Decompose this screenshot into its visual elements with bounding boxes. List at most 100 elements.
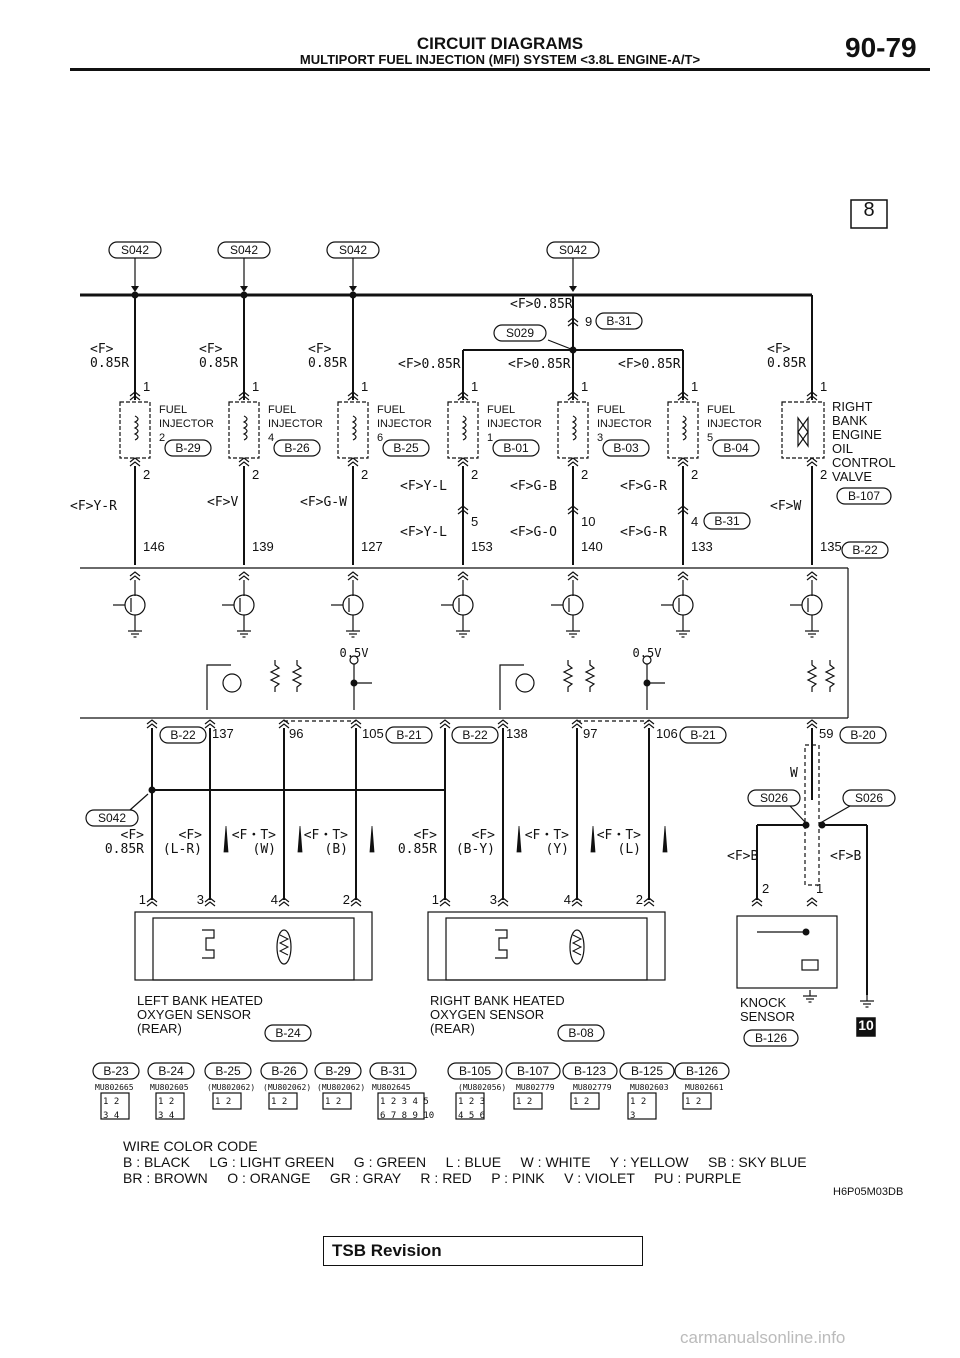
ecu-vref-left: 0.5V [339,646,369,660]
arrow-s042-2 [349,286,357,292]
legend-part-B-25: (MU802062) [207,1083,256,1092]
injector-4-coil [461,415,467,441]
left-o2-sensor-chevron-3 [350,897,362,903]
knock-shield-color: W [790,766,798,781]
injector-4-ecu-pin: 153 [471,539,493,554]
injector-5-name: FUEL INJECTOR 3 [597,404,652,444]
knock-pin-left: 2 [762,881,770,896]
injector-6-coil [681,415,687,441]
ecu-input-chevron-3-2 [457,575,469,581]
ecu-left-o2-feed [206,664,231,710]
legend-shape-B-24 [155,1092,185,1120]
oil-valve-top-wire: <F> 0.85R [767,342,807,371]
legend-part-B-23: MU802665 [95,1083,134,1092]
knock-internal-dot [802,928,810,936]
left-o2-name: LEFT BANK HEATED OXYGEN SENSOR (REAR) [137,993,263,1036]
top-wire-connector-outline [595,312,643,330]
transistor-1 [233,594,255,616]
legend-B-125: B-125 [630,1064,664,1078]
b31-chevron-1 [567,505,579,511]
ecu-right-o2-resistor1 [562,660,574,692]
b31-pin-140: 10 [581,514,596,529]
left-o2-ecu-chevron-2 [278,719,290,725]
sensor-left-conn2-outline [385,726,433,744]
legend-pins-B-31: 1 2 3 4 5 6 7 8 9 10 [380,1097,435,1121]
right-o2-ecu-chevron-0 [439,719,451,725]
injector-2-top-chevron [238,391,250,397]
legend-B-125-outline [619,1062,675,1080]
left-o2-signal-arrow-0 [223,825,229,853]
right-o2-signal-arrow-2 [662,825,668,853]
left-o2-wire-label-0: <F> 0.85R [104,828,144,857]
knock-wire-right: <F>B [830,849,862,864]
injector-1-coil [133,415,139,441]
ecu-knock-resistor1 [806,660,818,692]
diagram-code: H6P05M03DB [833,1186,904,1198]
legend-B-31-outline [369,1062,417,1080]
injector-3-wire-color: <F>G-B [510,479,557,494]
left-o2-heater [276,929,292,965]
injector-3-pin-bottom: 2 [361,467,369,482]
s029-chevron [567,317,579,323]
knock-element [801,959,819,971]
transistor-3 [452,594,474,616]
injector-6-top-chevron-2 [677,395,689,401]
right-o2-sensor-chevron-2 [571,897,583,903]
injector-4-top-wire: <F>0.85R [398,357,461,372]
sensor-left-conn-outline [159,726,207,744]
injector-3-body [337,401,369,459]
sensor-left-pin2: 96 [289,726,304,741]
splice-s042-1: S042 [229,243,259,257]
knock-pin2-chevron [751,897,763,903]
knock-pin-right: 1 [816,881,824,896]
injector-5-bottom-chevron [567,457,579,463]
splice-s026-right-outline [842,789,896,807]
right-o2-pin-0: 1 [431,892,439,907]
right-o2-sensor-chevron-1-2 [497,901,509,907]
right-o2-ecu-chevron-1-2 [497,723,509,729]
continuation-box [856,1017,876,1037]
left-o2-connector-outline [264,1024,312,1042]
legend-shape-B-107 [513,1092,543,1110]
ecu-vref-right: 0.5V [632,646,662,660]
right-o2-name: RIGHT BANK HEATED OXYGEN SENSOR (REAR) [430,993,565,1036]
injector-4-connector: B-01 [503,441,529,455]
injector-4-top-chevron-2 [457,395,469,401]
knock-ecu-chevron-2 [806,723,818,729]
right-o2-ecu-chevron-2-2 [571,723,583,729]
injector-4-body [447,401,479,459]
continuation-number: 10 [858,1017,874,1033]
tsb-revision-box: TSB Revision [323,1236,643,1266]
top-wire-connector: B-31 [606,314,632,328]
sensor-right-conn2-outline [679,726,727,744]
left-o2-signal-arrow-1 [297,825,303,853]
knock-name: KNOCK SENSOR [740,995,795,1024]
b31-chevron-2-2 [677,509,689,515]
injector-2-pin-top: 1 [252,379,260,394]
ecu-input-chevron-0-2 [129,575,141,581]
legend-part-B-123: MU802779 [573,1083,612,1092]
right-o2-sensor-chevron-3 [643,897,655,903]
ecu-knock-resistor2 [824,660,836,692]
injector-6-body [667,401,699,459]
right-o2-ecu-chevron-3-2 [643,723,655,729]
oil-valve-top-chevron [806,391,818,397]
arrow-s042-0 [131,286,139,292]
ecu-input-chevron-5 [677,571,689,577]
legend-B-126: B-126 [685,1064,719,1078]
right-o2-ecu-chevron-2 [571,719,583,725]
right-o2-sensor-chevron-3-2 [643,901,655,907]
oil-valve-bottom-chevron-2 [806,461,818,467]
injector-3-coil [351,415,357,441]
right-o2-wire-label-3: <F・T> (L) [596,828,641,857]
sensor-right-pin2: 97 [583,726,598,741]
injector-5-pin-bottom: 2 [581,467,589,482]
left-o2-ecu-chevron-1 [204,719,216,725]
wire-color-code-line1: B : BLACK LG : LIGHT GREEN G : GREEN L :… [123,1154,807,1170]
splice-s026-left-outline [747,789,801,807]
injector-2-top-chevron-2 [238,395,250,401]
injector-2-wire-color: <F>Y-R [70,499,117,514]
b31-pin-133: 4 [691,514,699,529]
legend-shape-B-23 [100,1092,130,1120]
left-o2-wire-label-3: <F・T> (B) [303,828,348,857]
